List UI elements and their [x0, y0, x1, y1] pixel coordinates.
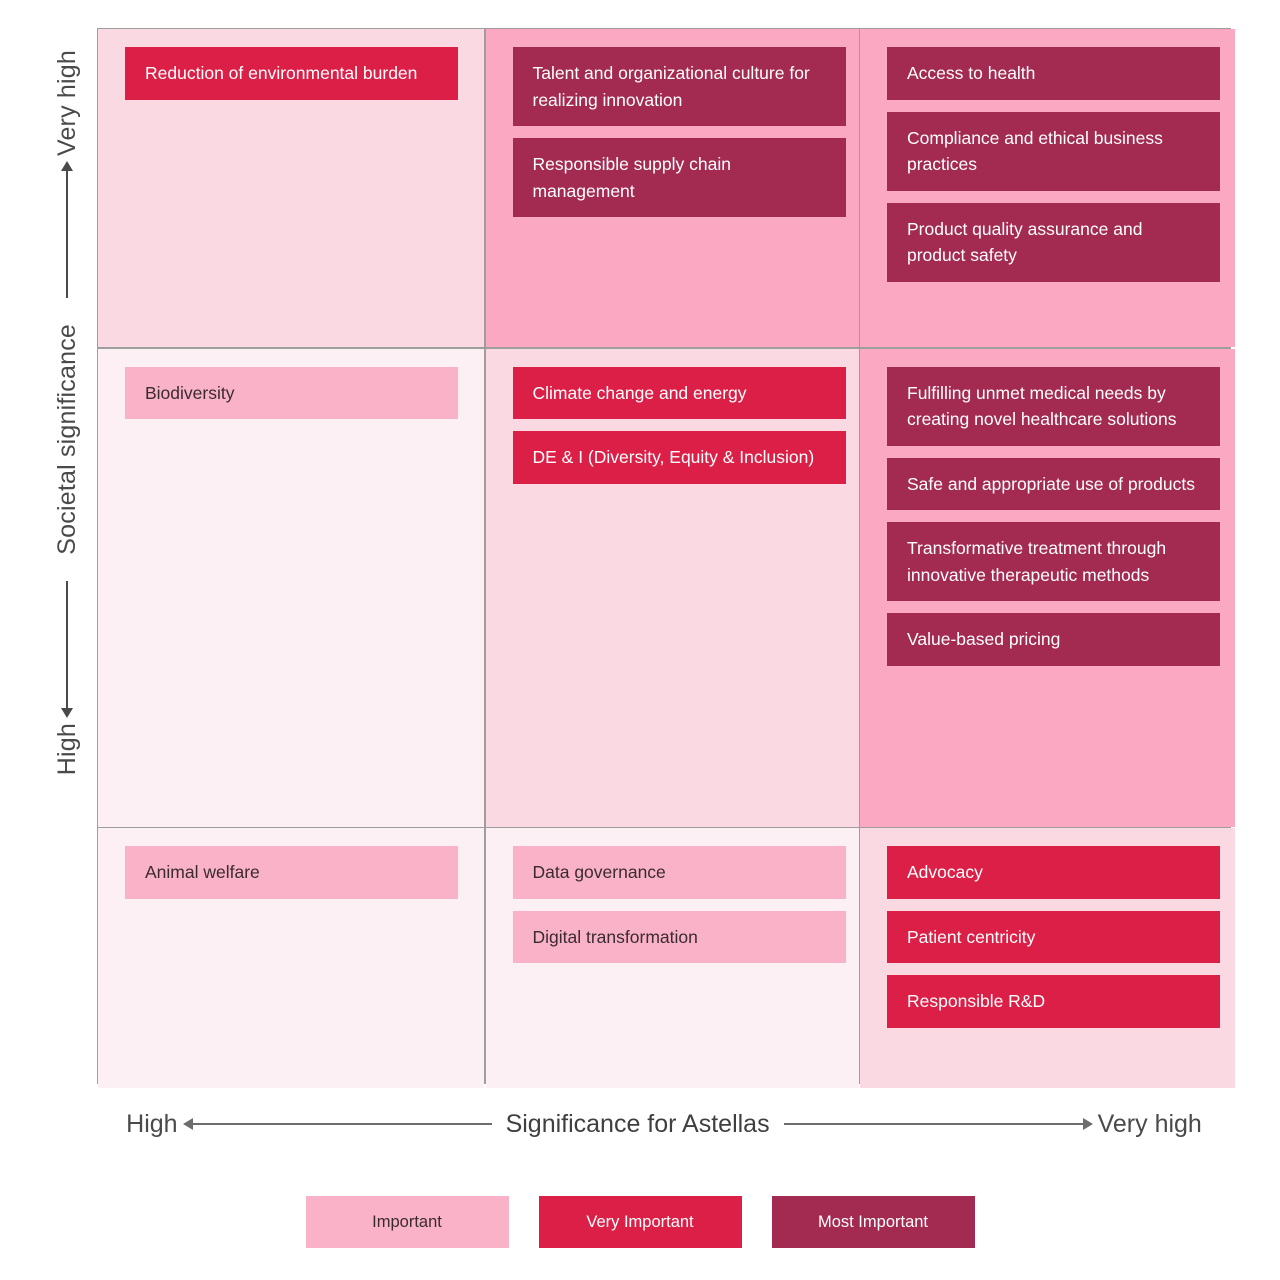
matrix-cell-r1-c1: Climate change and energy DE & I (Diversi…: [485, 348, 859, 827]
matrix-cell-topics: Fulfilling unmet medical needs by creati…: [887, 366, 1220, 667]
matrix-cell-r1-c0: Biodiversity: [98, 348, 484, 827]
matrix-cell-r1-c2: Fulfilling unmet medical needs by creati…: [860, 348, 1235, 827]
matrix-cell-topics: Climate change and energy DE & I (Diversi…: [512, 366, 846, 484]
topic-chip[interactable]: Responsible supply chain management: [512, 138, 846, 218]
topic-chip[interactable]: Data governance: [512, 846, 846, 899]
y-axis-up-arrow-icon: [61, 161, 73, 299]
matrix-cell-r0-c0: Reduction of environmental burden: [98, 29, 484, 347]
x-axis-right-arrow-icon: [783, 1118, 1093, 1130]
topic-chip[interactable]: Reduction of environmental burden: [125, 47, 458, 100]
matrix-cell-r0-c1: Talent and organizational culture for re…: [485, 29, 859, 347]
topic-chip[interactable]: Responsible R&D: [887, 975, 1220, 1028]
topic-chip[interactable]: Product quality assurance and product sa…: [887, 202, 1220, 282]
topic-chip[interactable]: Transformative treatment through innovat…: [887, 522, 1220, 602]
y-axis-bottom-label: High: [52, 722, 81, 775]
matrix-cell-topics: Talent and organizational culture for re…: [512, 47, 846, 218]
legend-item-most[interactable]: Most Important: [771, 1196, 975, 1248]
topic-chip[interactable]: Patient centricity: [887, 910, 1220, 964]
topic-chip[interactable]: DE & I (Diversity, Equity & Inclusion): [512, 431, 846, 484]
topic-chip[interactable]: Safe and appropriate use of products: [887, 457, 1220, 511]
topic-chip[interactable]: Talent and organizational culture for re…: [512, 47, 846, 127]
y-axis-down-arrow-icon: [61, 580, 73, 718]
x-axis: High Significance for Astellas Very high: [97, 1103, 1231, 1145]
x-axis-left-label: High: [126, 1109, 178, 1138]
y-axis-top-label: Very high: [52, 50, 81, 157]
topic-chip[interactable]: Digital transformation: [512, 910, 846, 964]
topic-chip[interactable]: Advocacy: [887, 846, 1220, 899]
legend-item-very[interactable]: Very Important: [538, 1196, 742, 1248]
matrix-cell-topics: Animal welfare: [125, 846, 462, 899]
matrix-grid: Reduction of environmental burden Talent …: [97, 28, 1235, 1088]
topic-chip[interactable]: Biodiversity: [125, 366, 458, 420]
x-axis-right-label: Very high: [1097, 1109, 1202, 1138]
y-axis-title: Societal significance: [52, 324, 81, 555]
matrix-cell-r2-c0: Animal welfare: [98, 828, 484, 1088]
topic-chip[interactable]: Access to health: [887, 47, 1220, 100]
matrix-cell-topics: Reduction of environmental burden: [125, 47, 462, 100]
legend: Important Very Important Most Important: [0, 1196, 1280, 1248]
topic-chip[interactable]: Fulfilling unmet medical needs by creati…: [887, 366, 1220, 446]
matrix-cell-topics: Biodiversity: [125, 366, 462, 420]
topic-chip[interactable]: Climate change and energy: [512, 366, 846, 420]
topic-chip[interactable]: Value-based pricing: [887, 613, 1220, 667]
y-axis: Very high Societal significance High: [38, 28, 96, 1084]
legend-item-important[interactable]: Important: [305, 1196, 509, 1248]
x-axis-title: Significance for Astellas: [505, 1109, 770, 1138]
topic-chip[interactable]: Animal welfare: [125, 846, 458, 899]
topic-chip[interactable]: Compliance and ethical business practice…: [887, 111, 1220, 191]
x-axis-left-arrow-icon: [182, 1118, 492, 1130]
